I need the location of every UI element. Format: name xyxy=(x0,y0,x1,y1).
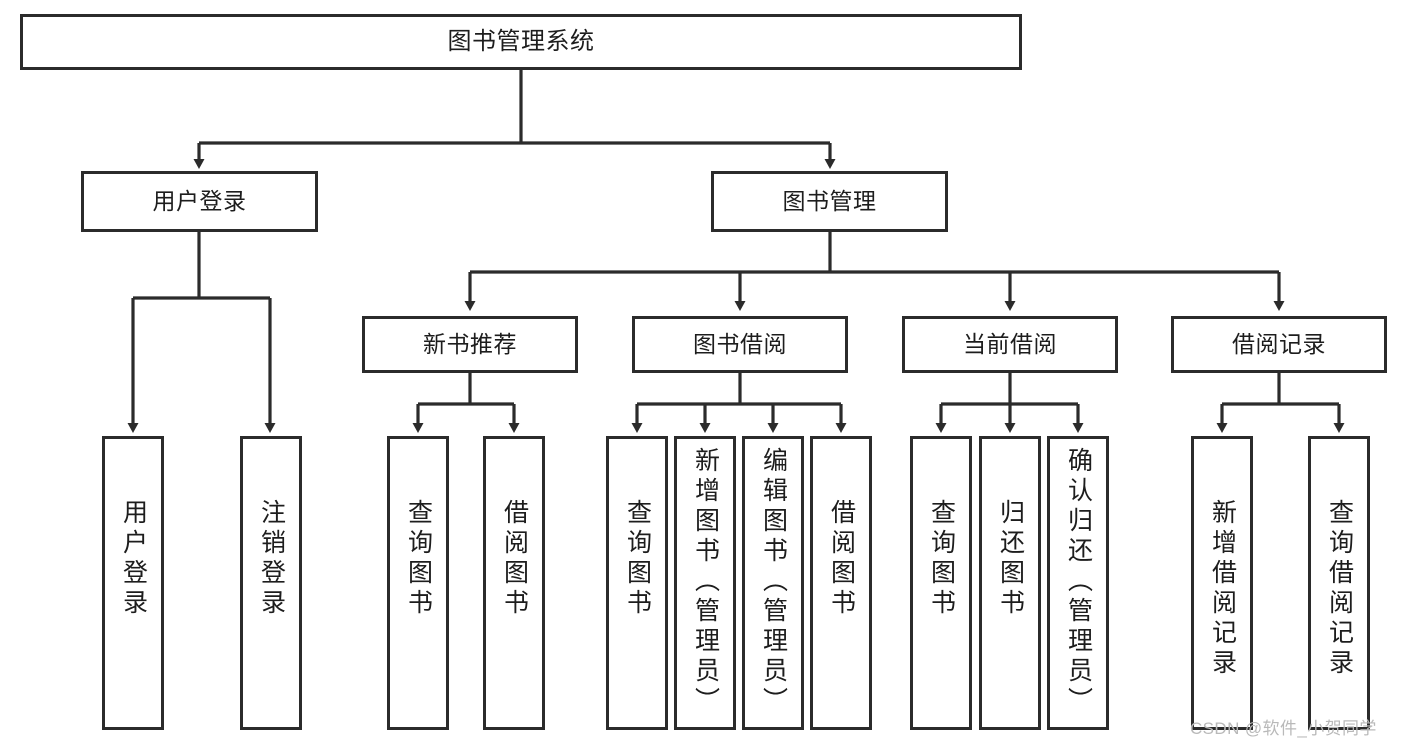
node-current-borrow[interactable]: 当前借阅 xyxy=(902,316,1118,373)
node-label: 图书管理 xyxy=(782,187,877,214)
node-root-system[interactable]: 图书管理系统 xyxy=(20,14,1022,70)
leaf-add-book-admin[interactable]: 新增图书（管理员） xyxy=(674,436,736,730)
node-label: 图书管理系统 xyxy=(447,27,595,55)
leaf-confirm-return-admin[interactable]: 确认归还（管理员） xyxy=(1047,436,1109,730)
node-label: 图书借阅 xyxy=(693,330,787,357)
leaf-edit-book-admin[interactable]: 编辑图书（管理员） xyxy=(742,436,804,730)
node-label: 新增借阅记录 xyxy=(1208,499,1237,679)
leaf-return-book[interactable]: 归还图书 xyxy=(979,436,1041,730)
leaf-query-borrow-record[interactable]: 查询借阅记录 xyxy=(1308,436,1370,730)
node-new-book-recommend[interactable]: 新书推荐 xyxy=(362,316,578,373)
node-label: 新增图书（管理员） xyxy=(691,447,720,717)
csdn-watermark: CSDN @软件_小贺同学 xyxy=(1190,719,1377,738)
node-label: 注销登录 xyxy=(257,499,286,619)
node-label: 查询借阅记录 xyxy=(1325,499,1354,679)
leaf-borrow-book[interactable]: 借阅图书 xyxy=(810,436,872,730)
node-label: 用户登录 xyxy=(152,187,247,214)
leaf-add-borrow-record[interactable]: 新增借阅记录 xyxy=(1191,436,1253,730)
node-book-management[interactable]: 图书管理 xyxy=(711,171,948,232)
leaf-user-login[interactable]: 用户登录 xyxy=(102,436,164,730)
node-label: 新书推荐 xyxy=(423,330,517,357)
leaf-query-book-current[interactable]: 查询图书 xyxy=(910,436,972,730)
node-label: 确认归还（管理员） xyxy=(1064,447,1093,717)
node-label: 归还图书 xyxy=(996,499,1025,619)
node-user-login[interactable]: 用户登录 xyxy=(81,171,318,232)
leaf-borrow-book-recommend[interactable]: 借阅图书 xyxy=(483,436,545,730)
node-label: 借阅图书 xyxy=(500,499,529,619)
node-label: 借阅记录 xyxy=(1232,330,1326,357)
leaf-logout[interactable]: 注销登录 xyxy=(240,436,302,730)
node-borrow-record[interactable]: 借阅记录 xyxy=(1171,316,1387,373)
node-label: 用户登录 xyxy=(119,499,148,619)
node-label: 查询图书 xyxy=(404,499,433,619)
leaf-query-book-borrow[interactable]: 查询图书 xyxy=(606,436,668,730)
node-book-borrow[interactable]: 图书借阅 xyxy=(632,316,848,373)
node-label: 当前借阅 xyxy=(963,330,1057,357)
leaf-query-book-recommend[interactable]: 查询图书 xyxy=(387,436,449,730)
node-label: 编辑图书（管理员） xyxy=(759,447,788,717)
node-label: 借阅图书 xyxy=(827,499,856,619)
node-label: 查询图书 xyxy=(623,499,652,619)
node-label: 查询图书 xyxy=(927,499,956,619)
